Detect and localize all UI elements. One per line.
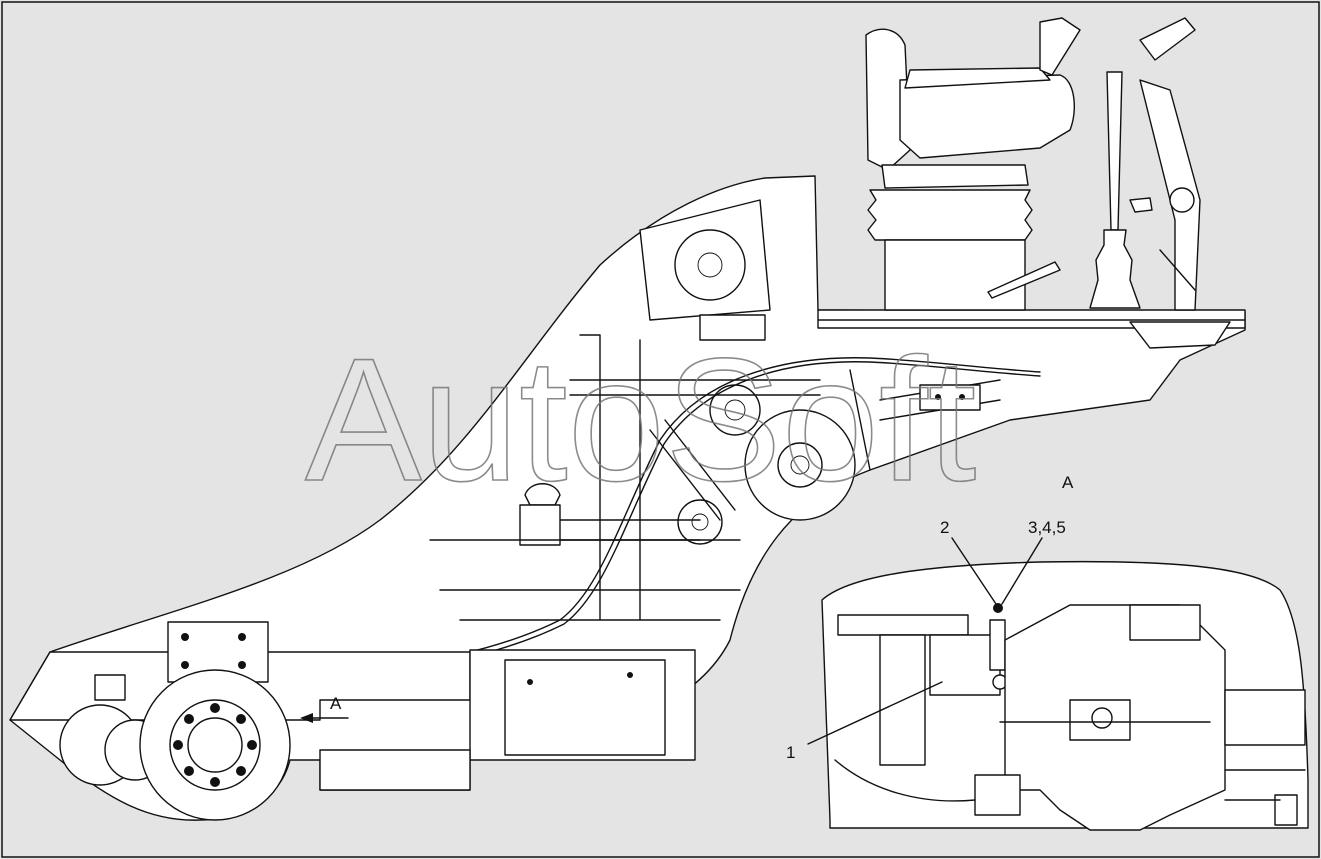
control-column [1039,17,1201,311]
detail-stem [989,619,1006,671]
steering-wheel [1139,17,1196,61]
view-arrow-label: A [330,694,342,713]
cross-beam [569,379,821,396]
engine-assembly [429,199,1001,621]
seat-base [881,164,1029,189]
callout-345: 3,4,5 [1028,518,1066,537]
bracket-plate [919,384,981,411]
platform-bracket [1129,321,1231,349]
detail-top-rail [837,614,969,636]
brake-drum [59,669,291,821]
linkage-rod [1159,249,1196,291]
drum-bolts [173,703,257,787]
pulley-hub [777,442,823,488]
seat-lever [987,261,1061,299]
callout-1: 1 [786,743,795,762]
seat-pedestal [884,239,1026,311]
filler-neck [519,504,561,546]
battery-cover [504,659,666,756]
pump-flange [674,229,746,301]
main-view: A [9,17,1246,821]
drum-hub [187,717,243,773]
filler-cap [524,483,561,506]
seat-cushion [899,74,1075,159]
drive-belt [649,419,736,521]
mount-block [699,314,766,341]
operator-seat [865,28,1075,311]
detail-hose [834,759,976,802]
view-arrow: A [300,694,349,723]
callout-2: 2 [940,518,949,537]
leader-2 [951,537,997,605]
detail-top-bracket [1129,604,1201,641]
lever-boot [1089,229,1141,309]
sensor-block [94,674,126,701]
seat-backrest [865,28,911,171]
detail-valve-block [929,634,1001,696]
column-pivot [1169,187,1195,213]
detail-mount-hole [1091,707,1113,729]
detail-view-label: A [1062,473,1074,492]
detail-rail-lines [1224,769,1306,801]
seat-armrest [904,67,1051,89]
leader-1 [807,681,943,745]
leader-345 [1001,537,1043,605]
watermark-text: AutoSoft [305,323,976,518]
detail-corner-plate [1274,794,1298,826]
lower-pulley [677,499,723,545]
lower-frame [429,539,741,621]
hand-lever [1039,17,1081,76]
lower-crossmember [319,749,471,791]
view-arrow-head [300,713,313,723]
lever-knob [1129,197,1153,213]
detail-view-a: A 2 3,4,5 1 [786,473,1309,831]
seat-bellows [867,189,1033,241]
detail-lower-block [974,774,1021,816]
detail-side-frame [1224,689,1306,746]
chassis [9,621,696,791]
frame-post [579,334,641,621]
steering-column [1139,79,1201,311]
